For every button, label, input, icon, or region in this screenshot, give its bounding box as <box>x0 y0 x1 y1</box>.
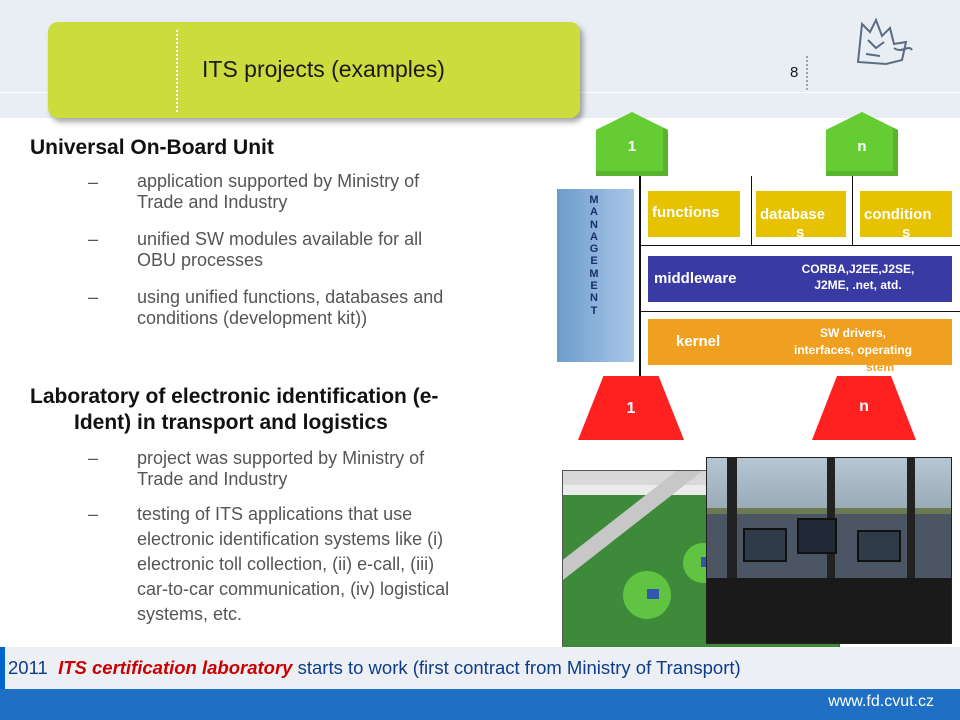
dash-1: – <box>88 172 99 192</box>
middleware-detail-line-1: CORBA,J2EE,J2SE, <box>801 262 915 276</box>
device-trapezoid-n: n <box>812 376 916 440</box>
conditions-box: condition s <box>860 191 952 237</box>
app-house-n: n <box>826 112 898 176</box>
footer-bar: www.fd.cvut.cz <box>0 689 960 720</box>
eident-item-2-line-4: car-to-car communication, (iv) logistica… <box>137 579 450 599</box>
eident-item-1-line-1: project was supported by Ministry of <box>137 448 425 468</box>
diagram-divider-1 <box>751 176 752 246</box>
announcement-year: 2011 <box>8 657 48 678</box>
obu-item-2-line-1: unified SW modules available for all <box>137 229 423 249</box>
diagram-axis-horizontal-top <box>641 245 960 246</box>
announcement-text: 2011 ITS certification laboratory starts… <box>8 657 741 679</box>
dash-4: – <box>88 448 99 468</box>
kernel-detail-overflow: stem <box>858 365 938 377</box>
title-dotted-divider <box>176 30 178 112</box>
middleware-label: middleware <box>654 270 737 287</box>
databases-label-line-1: database <box>760 206 826 223</box>
functions-box: functions <box>648 191 740 237</box>
eident-item-2-line-3: electronic toll collection, (ii) e-call,… <box>137 554 435 574</box>
obu-item-1-line-2: Trade and Industry <box>137 192 288 212</box>
kernel-label: kernel <box>676 333 721 350</box>
diagram-divider-2 <box>852 176 853 246</box>
diagram-axis-horizontal-mid <box>641 311 960 312</box>
management-bar <box>557 189 634 362</box>
eident-item-1-line-2: Trade and Industry <box>137 469 288 489</box>
page-dotted-divider <box>806 56 808 90</box>
dash-5: – <box>88 504 99 524</box>
footer-url[interactable]: www.fd.cvut.cz <box>828 693 934 710</box>
eident-item-2-line-5: systems, etc. <box>137 604 243 624</box>
kernel-detail-line-1: SW drivers, <box>819 326 887 340</box>
announcement-rest: starts to work (first contract from Mini… <box>297 657 741 678</box>
middleware-detail-line-2: J2ME, .net, atd. <box>814 278 902 292</box>
title-box <box>48 22 580 118</box>
heading-universal-obu: Universal On-Board Unit <box>30 136 274 159</box>
management-label: M A N A G E M E N T <box>589 194 599 317</box>
device-trapezoid-n-label: n <box>859 398 869 415</box>
kernel-box: kernel SW drivers, interfaces, operating <box>648 319 952 365</box>
middleware-box: middleware CORBA,J2EE,J2SE, J2ME, .net, … <box>648 256 952 302</box>
page-number: 8 <box>790 64 799 81</box>
databases-box: database s <box>756 191 846 237</box>
announcement-banner <box>5 647 960 689</box>
obu-item-3-line-2: conditions (development kit)) <box>137 308 368 328</box>
device-trapezoid-1-label: 1 <box>626 400 636 417</box>
dash-2: – <box>88 229 99 249</box>
conditions-label-line-2: s <box>902 224 911 237</box>
device-trapezoid-1: 1 <box>578 376 684 440</box>
conditions-label-line-1: condition <box>864 206 932 223</box>
eident-item-2-line-1: testing of ITS applications that use <box>137 504 413 524</box>
slide-title: ITS projects (examples) <box>202 56 445 82</box>
heading-eident-line-2: Ident) in transport and logistics <box>74 411 388 434</box>
functions-label: functions <box>652 204 720 221</box>
app-house-n-label: n <box>857 138 867 155</box>
kernel-detail-line-3: stem <box>866 365 895 374</box>
control-room-photo <box>706 457 952 644</box>
obu-item-1-line-1: application supported by Ministry of <box>137 171 420 191</box>
university-lion-logo-icon <box>856 17 913 66</box>
kernel-detail-line-2: interfaces, operating <box>793 343 913 357</box>
obu-item-3-line-1: using unified functions, databases and <box>137 287 444 307</box>
databases-label-line-2: s <box>796 224 805 237</box>
obu-item-2-line-2: OBU processes <box>137 250 264 270</box>
eident-item-2-line-2: electronic identification systems like (… <box>137 529 444 549</box>
heading-eident-line-1: Laboratory of electronic identification … <box>30 385 439 408</box>
dash-3: – <box>88 287 99 307</box>
app-house-1: 1 <box>596 112 668 176</box>
app-house-1-label: 1 <box>627 138 637 155</box>
diagram-axis-vertical <box>639 176 641 376</box>
announcement-highlight: ITS certification laboratory <box>58 657 293 678</box>
